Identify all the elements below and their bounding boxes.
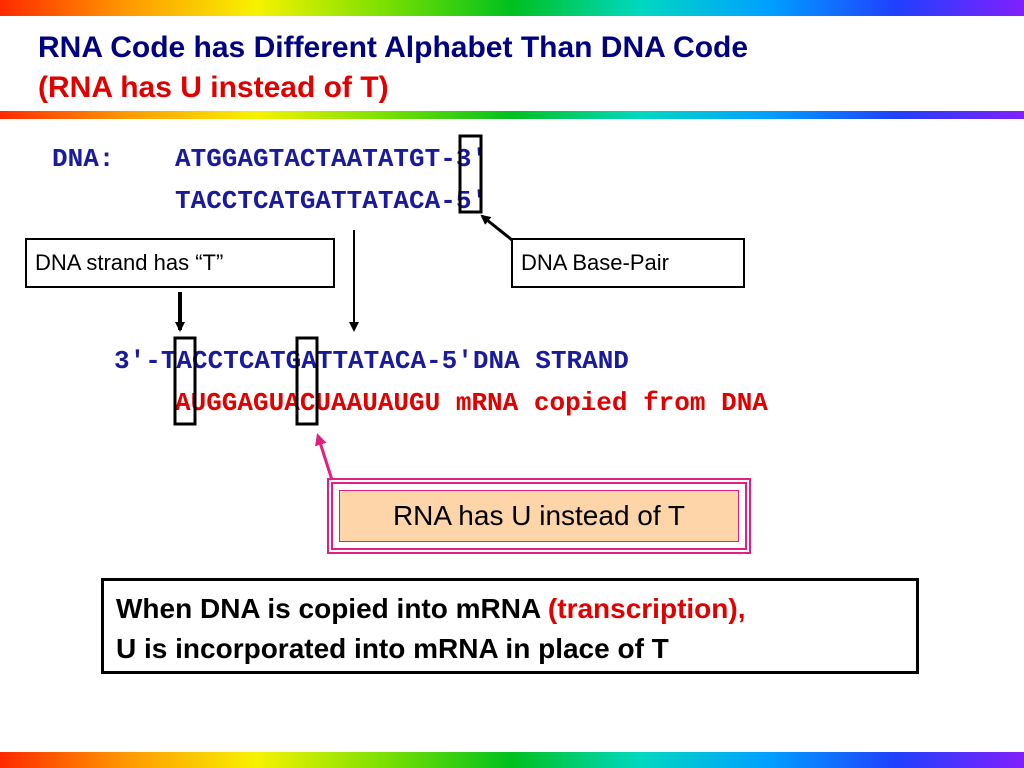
- dna-strand-bottom: TACCTCATGATTATACA-5′: [175, 186, 488, 216]
- title-subtitle: (RNA has U instead of T): [38, 71, 389, 104]
- note-transcription-highlight: (transcription),: [547, 593, 746, 624]
- dna-strand-top: ATGGAGTACTAATATGT-3′: [175, 144, 488, 174]
- dna-base-pair-callout: DNA Base-Pair: [511, 238, 745, 288]
- slide-title: RNA Code has Different Alphabet Than DNA…: [38, 28, 748, 108]
- arrow-to-base-pair: [480, 214, 513, 242]
- second-t-u-highlight: [295, 336, 319, 426]
- dna-strand-has-t-callout: DNA strand has “T”: [25, 238, 335, 288]
- dna-label: DNA:: [52, 144, 115, 174]
- note-line-1-text: When DNA is copied into mRNA: [116, 593, 548, 624]
- dna-strand-has-t-text: DNA strand has “T”: [35, 250, 224, 275]
- mrna-seq: AUGGAGUACUAAUAUGU: [175, 388, 441, 418]
- title-main: RNA Code has Different Alphabet Than DNA…: [38, 31, 749, 64]
- mrna-label: mRNA copied from DNA: [440, 388, 768, 418]
- arrow-to-u: [315, 433, 334, 481]
- summary-note: When DNA is copied into mRNA (transcript…: [101, 578, 919, 674]
- mrna-line: AUGGAGUACUAAUAUGU mRNA copied from DNA: [175, 388, 768, 418]
- template-strand-prefix: 3′-: [114, 346, 161, 376]
- base-pair-highlight: [458, 134, 483, 214]
- top-rainbow-bar: [0, 0, 1024, 16]
- title-divider-bar: [0, 111, 1024, 119]
- rna-u-callout-text: RNA has U instead of T: [392, 500, 686, 531]
- first-t-u-highlight: [173, 336, 197, 426]
- template-strand-label: DNA STRAND: [472, 346, 629, 376]
- dna-base-pair-text: DNA Base-Pair: [521, 250, 669, 275]
- rna-u-callout-inner: RNA has U instead of T: [339, 490, 739, 542]
- note-line-2: U is incorporated into mRNA in place of …: [116, 633, 669, 664]
- bottom-rainbow-bar: [0, 752, 1024, 768]
- note-line-1: When DNA is copied into mRNA (transcript…: [116, 589, 904, 629]
- rna-u-callout: RNA has U instead of T: [327, 478, 751, 554]
